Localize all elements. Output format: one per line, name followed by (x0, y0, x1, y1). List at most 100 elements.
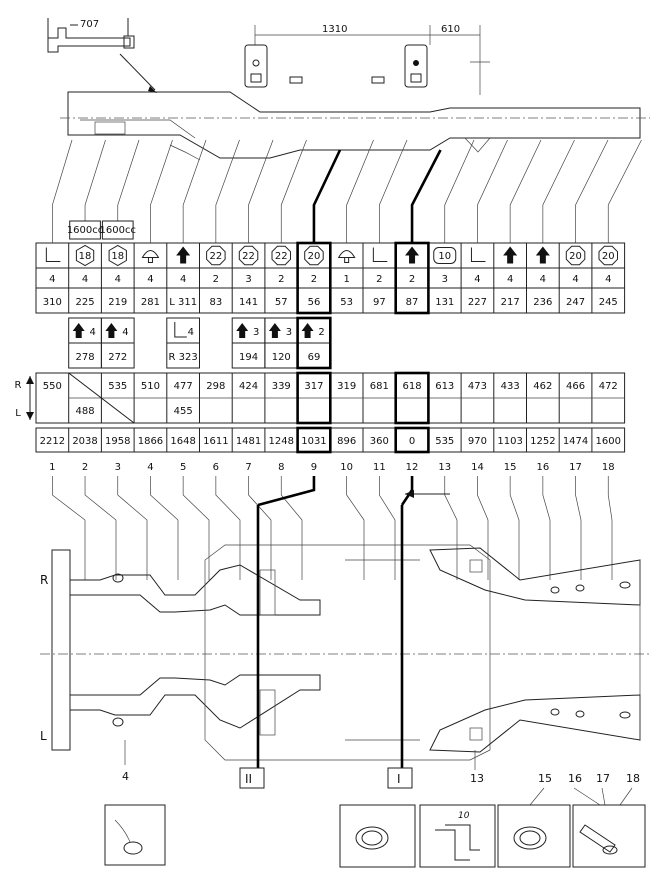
leader (379, 476, 396, 580)
dist-cell-8: 1031 (301, 436, 326, 447)
leader (248, 139, 274, 243)
r-row-cell-8: 317 (304, 381, 323, 392)
extra-top-4: 4 (188, 327, 194, 338)
dist-cell-1: 2038 (72, 436, 97, 447)
marker-II: II (245, 772, 252, 786)
leader (575, 476, 582, 580)
row3-cell-4: L 311 (169, 297, 197, 308)
index-cell-15: 16 (536, 462, 549, 473)
corner-bracket-icon (372, 247, 388, 262)
index-cell-1: 2 (82, 462, 88, 473)
dim-610: 610 (441, 24, 460, 35)
callout-13: 13 (470, 772, 484, 785)
corner-bracket-icon (174, 322, 187, 338)
r-row-cell-6: 424 (239, 381, 258, 392)
up-arrow-icon (236, 323, 249, 338)
leader (280, 139, 307, 243)
dist-cell-10: 360 (370, 436, 389, 447)
dist-cell-17: 1600 (596, 436, 621, 447)
top-leaders (52, 139, 642, 243)
hex-nut-icon (108, 244, 127, 267)
leader (215, 139, 240, 243)
row3-cell-10: 97 (373, 297, 386, 308)
dist-cell-15: 1252 (530, 436, 555, 447)
dist-cell-12: 535 (435, 436, 454, 447)
leader-thick (312, 149, 342, 243)
r-row-cell-3: 510 (141, 381, 160, 392)
dist-cell-5: 1611 (203, 436, 228, 447)
index-cell-11: 12 (406, 462, 419, 473)
row3-cell-17: 245 (599, 297, 618, 308)
leader (117, 476, 148, 580)
index-cell-3: 4 (147, 462, 153, 473)
row2-cell-15: 4 (540, 274, 546, 285)
index-cell-0: 1 (49, 462, 55, 473)
extra-bottom-6: 194 (239, 352, 258, 363)
highlight-column (296, 316, 332, 370)
dist-cell-0: 2212 (40, 436, 65, 447)
leader (280, 476, 303, 580)
up-arrow-icon (176, 246, 191, 264)
highlight-column (296, 426, 332, 454)
l-row-cell-4: 455 (174, 406, 193, 417)
r-row-cell-17: 472 (599, 381, 618, 392)
index-cell-7: 8 (278, 462, 284, 473)
row2-cell-9: 1 (343, 274, 349, 285)
row2-cell-14: 4 (507, 274, 513, 285)
row3-cell-6: 141 (239, 297, 258, 308)
highlight-column (296, 241, 332, 315)
r-arrow-icon (26, 376, 34, 384)
oct-nut-icon (271, 245, 291, 266)
index-cell-13: 14 (471, 462, 484, 473)
row1-label-5: 22 (209, 251, 222, 262)
leader (509, 476, 520, 580)
l-row-cell-1: 488 (76, 406, 95, 417)
row3-cell-9: 53 (340, 297, 353, 308)
dist-cell-2: 1958 (105, 436, 130, 447)
leader (444, 476, 458, 580)
dist-cell-6: 1481 (236, 436, 261, 447)
row1-label-12: 10 (438, 251, 451, 262)
row2-cell-11: 2 (409, 274, 415, 285)
corner-bracket-icon (470, 247, 486, 262)
row2-cell-13: 4 (474, 274, 480, 285)
row2-cell-7: 2 (278, 274, 284, 285)
highlight-column (394, 426, 430, 454)
marker-I: I (397, 772, 401, 786)
extra-top-6: 3 (253, 327, 259, 338)
extra-bottom-7: 120 (272, 352, 291, 363)
row3-cell-13: 227 (468, 297, 487, 308)
leader (248, 476, 272, 580)
leader (117, 139, 140, 221)
dist-cell-11: 0 (409, 436, 415, 447)
plug-icon (433, 247, 457, 264)
dist-cell-9: 896 (337, 436, 356, 447)
leader (150, 139, 173, 243)
callout-16: 16 (568, 772, 582, 785)
index-cell-16: 17 (569, 462, 582, 473)
index-cell-8: 9 (311, 462, 317, 473)
leader (575, 139, 609, 243)
up-arrow-icon (503, 246, 518, 264)
r-row-cell-13: 473 (468, 381, 487, 392)
r-row-cell-2: 535 (108, 381, 127, 392)
oct-nut-icon (565, 245, 586, 266)
l-arrow-icon (26, 412, 34, 420)
callout-18: 18 (626, 772, 640, 785)
row3-cell-2: 219 (108, 297, 127, 308)
index-cell-9: 10 (340, 462, 353, 473)
leader (84, 139, 106, 221)
r-row-cell-0: 550 (43, 381, 62, 392)
row2-cell-12: 3 (442, 274, 448, 285)
extra-bottom-4: R 323 (169, 352, 198, 363)
leader (542, 139, 575, 243)
leader (607, 139, 642, 243)
extra-top-8: 2 (318, 327, 324, 338)
up-arrow-icon (268, 323, 281, 338)
extra-top-1: 4 (90, 327, 96, 338)
row1-label-1: 18 (79, 251, 92, 262)
up-arrow-icon (72, 323, 85, 338)
rubber-plug-icon (337, 250, 356, 263)
corner-bracket-icon (45, 247, 61, 262)
